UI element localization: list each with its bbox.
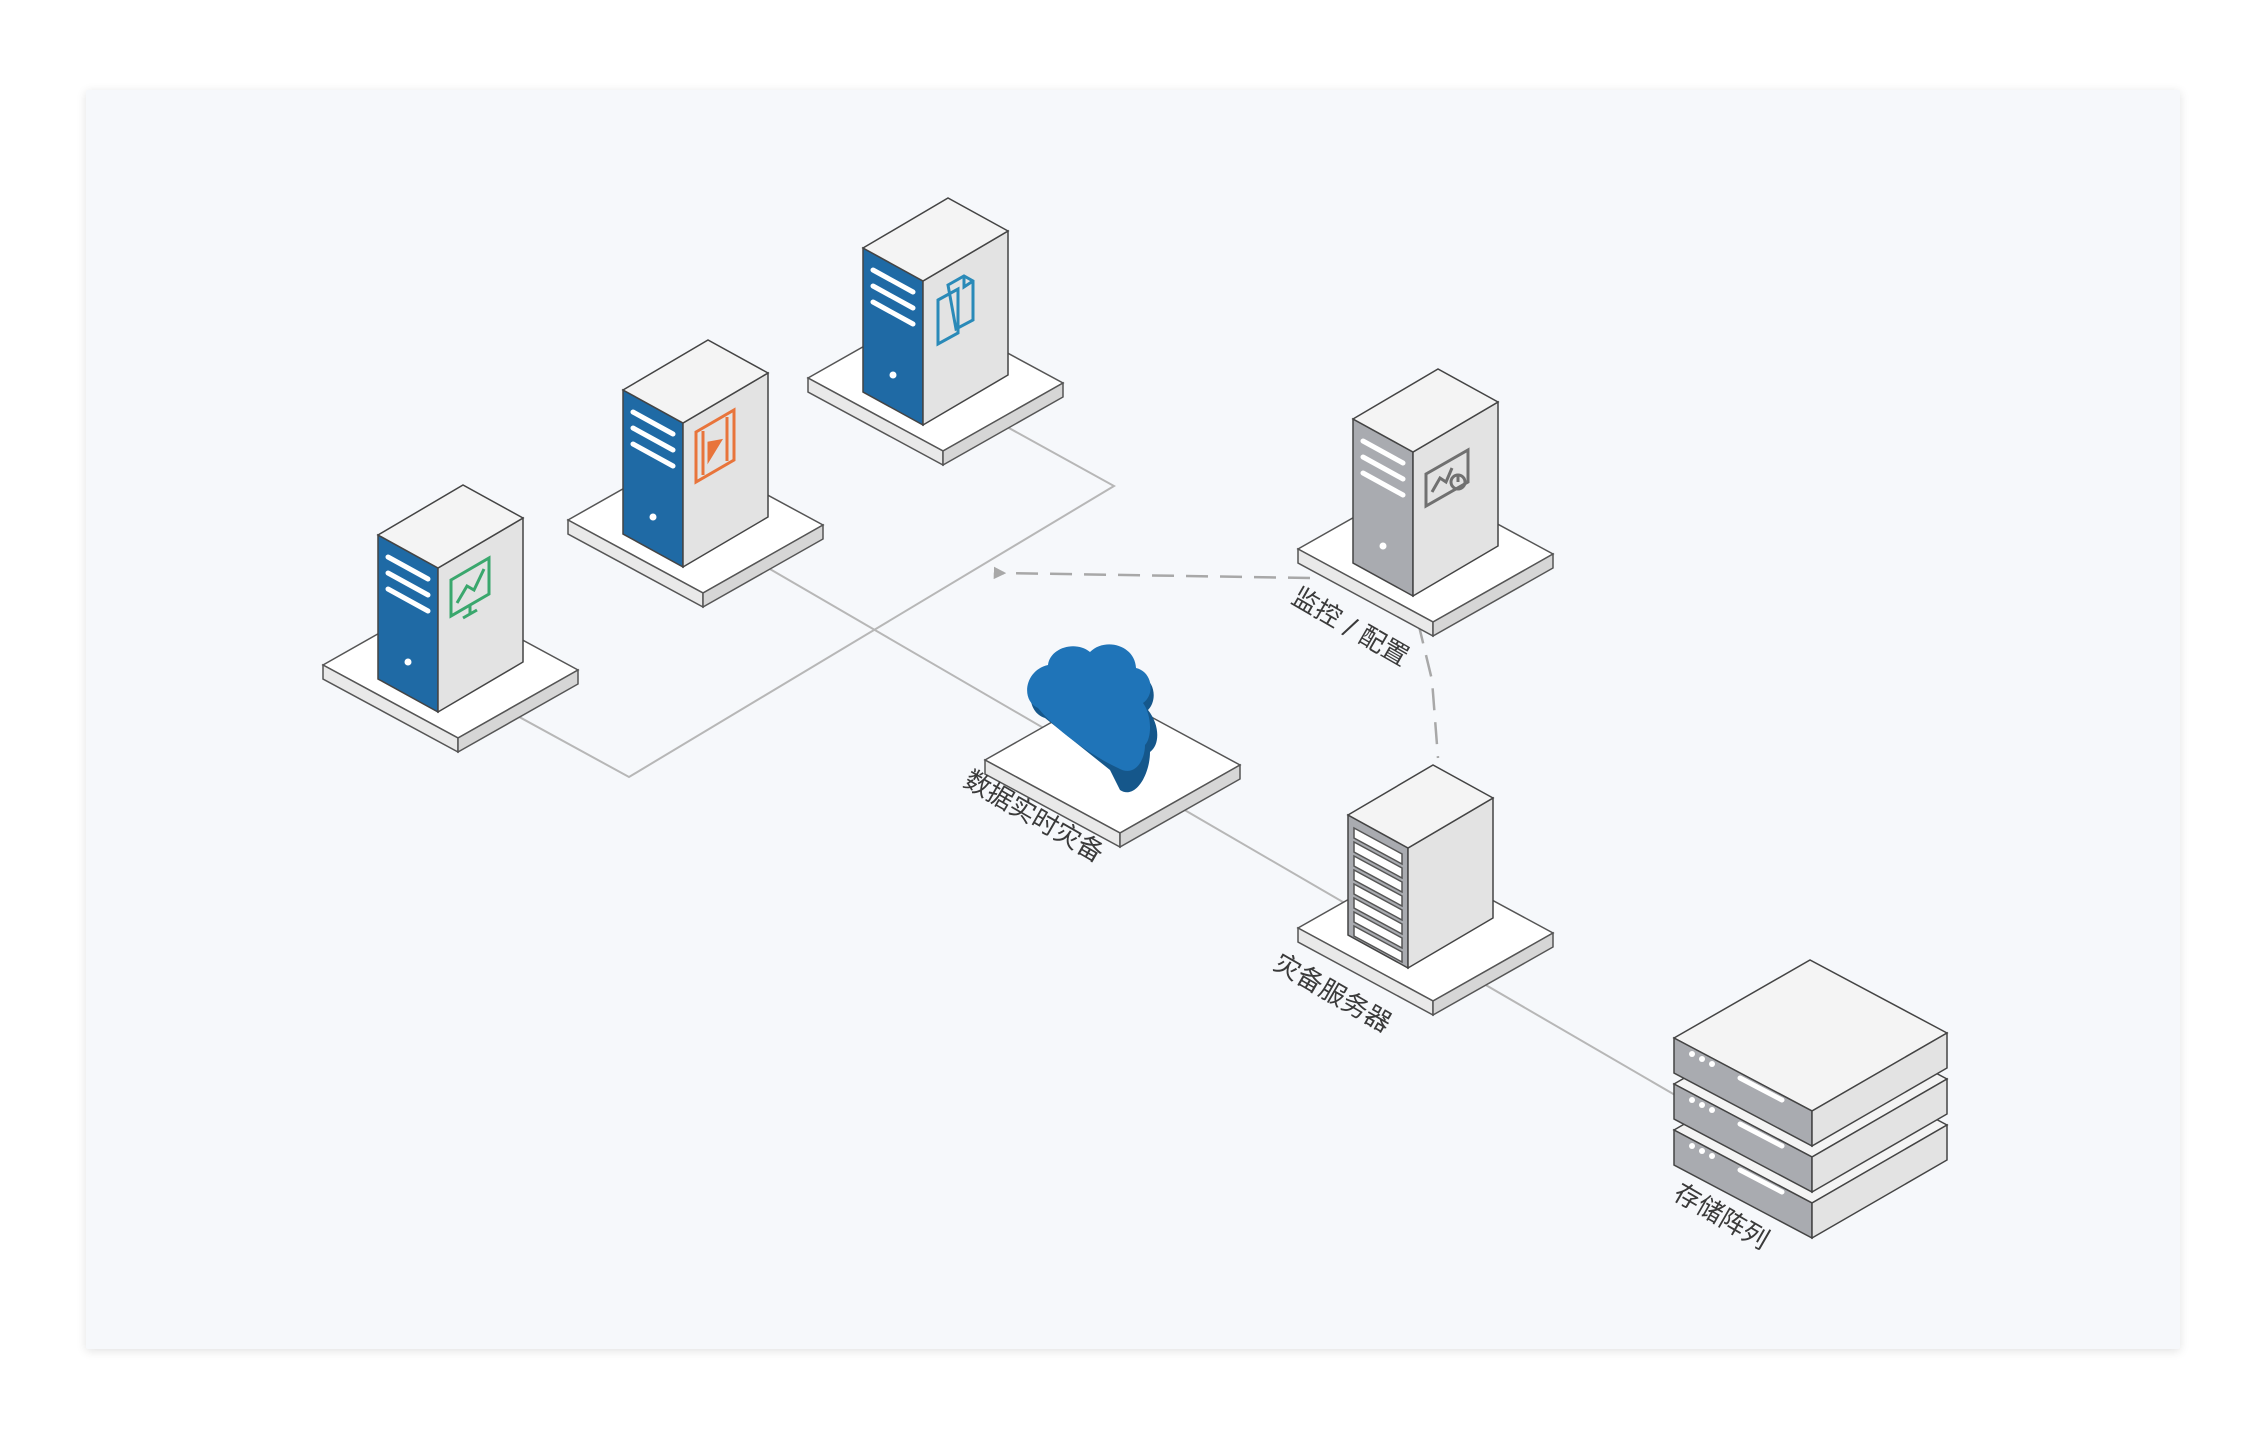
monitor-link-arrow <box>993 566 1311 580</box>
cloud-icon <box>1027 644 1158 793</box>
rack-icon <box>1353 826 1403 964</box>
monitor-chart-icon <box>449 555 491 620</box>
monitor-server <box>1296 368 1555 638</box>
link-video-to-storage <box>762 564 1676 1096</box>
backup-server <box>1296 764 1555 1017</box>
video-play-icon <box>694 407 736 485</box>
storage-stack-icon <box>1672 959 1949 1240</box>
app-server-analytics <box>321 484 580 754</box>
documents-icon <box>936 274 975 347</box>
monitor-link-backup <box>1416 621 1440 759</box>
app-server-video <box>566 339 825 609</box>
dashed-lines <box>993 566 1440 759</box>
connection-lines <box>447 411 1676 1096</box>
link-files-to-analytics <box>447 411 1117 779</box>
app-server-files <box>806 197 1065 467</box>
storage-array <box>1672 959 1949 1240</box>
chart-gauge-icon <box>1424 447 1470 509</box>
